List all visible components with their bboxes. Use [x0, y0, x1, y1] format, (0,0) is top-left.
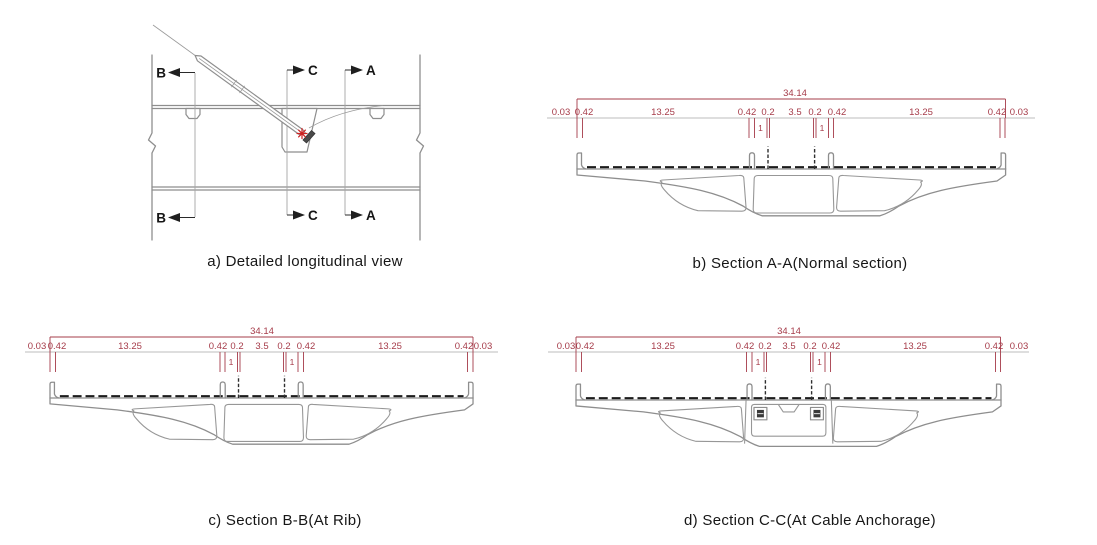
- dimension-row: 34.14 0.03 0.42 13.25 0.42 0.2 3.5 0.2 0…: [547, 88, 1035, 138]
- dim-label: 0.42: [738, 107, 757, 118]
- dim-overall: 34.14: [783, 88, 807, 99]
- dim-label: 0.03: [557, 341, 576, 352]
- dim-inner: 1: [758, 123, 763, 133]
- dim-overall: 34.14: [777, 326, 801, 337]
- dim-label: 13.25: [651, 107, 675, 118]
- rib-notch: [369, 107, 385, 120]
- dim-label: 0.42: [575, 107, 594, 118]
- dim-label: 13.25: [909, 107, 933, 118]
- dim-label: 0.42: [455, 341, 474, 352]
- dim-label: 0.2: [277, 341, 290, 352]
- dim-label: 0.42: [297, 341, 316, 352]
- girder-cross-section: [48, 374, 475, 446]
- dim-label: 0.2: [808, 107, 821, 118]
- section-markers: B C A B C A: [156, 63, 376, 226]
- dim-label: 3.5: [782, 341, 795, 352]
- dim-inner: 1: [820, 123, 825, 133]
- girder-cross-section: [574, 376, 1003, 448]
- dim-label: 0.42: [985, 341, 1004, 352]
- dim-label: 13.25: [651, 341, 675, 352]
- dim-label: 0.42: [209, 341, 228, 352]
- cable-fairing: [308, 105, 384, 129]
- panel-section-a-a: 34.14 0.03 0.42 13.25 0.42 0.2 3.5 0.2 0…: [545, 85, 1097, 235]
- dim-label: 0.2: [758, 341, 771, 352]
- dim-label: 0.42: [828, 107, 847, 118]
- dim-overall: 34.14: [250, 326, 274, 337]
- anchor-point-marker: [296, 127, 308, 140]
- dimension-row: 34.14 0.03 0.42 13.25 0.42 0.2 3.5 0.2 0…: [548, 326, 1029, 372]
- dim-inner: 1: [290, 357, 295, 367]
- cable-anchor-head: [302, 129, 316, 144]
- dim-label: 0.2: [230, 341, 243, 352]
- dim-label: 13.25: [118, 341, 142, 352]
- dim-label: 13.25: [378, 341, 402, 352]
- section-c-c-drawing: 34.14 0.03 0.42 13.25 0.42 0.2 3.5 0.2 0…: [548, 326, 1029, 448]
- dim-label: 0.2: [761, 107, 774, 118]
- section-letter-a: A: [366, 63, 376, 78]
- section-cut-lines: [194, 70, 346, 217]
- stay-cable: [152, 24, 316, 144]
- dim-inner: 1: [817, 357, 822, 367]
- section-letter-c: C: [308, 208, 318, 223]
- dimension-row: 34.14 0.03 0.42 13.25 0.42 0.2 3.5 0.2 0…: [25, 326, 498, 372]
- dim-label: 3.5: [788, 107, 801, 118]
- dim-label: 0.03: [474, 341, 493, 352]
- section-letter-c: C: [308, 63, 318, 78]
- section-a-a-drawing: 34.14 0.03 0.42 13.25 0.42 0.2 3.5 0.2 0…: [547, 88, 1035, 217]
- rib-notch: [185, 107, 201, 120]
- dim-label: 0.03: [28, 341, 47, 352]
- dim-label: 0.42: [736, 341, 755, 352]
- dim-label: 0.03: [1010, 107, 1029, 118]
- girder-cross-section: [575, 145, 1007, 217]
- dim-inner: 1: [756, 357, 761, 367]
- dim-inner: 1: [229, 357, 234, 367]
- dim-label: 0.42: [576, 341, 595, 352]
- dim-label: 3.5: [255, 341, 268, 352]
- panel-section-b-b: 34.14 0.03 0.42 13.25 0.42 0.2 3.5 0.2 0…: [0, 320, 545, 460]
- caption-c: c) Section B-B(At Rib): [208, 512, 362, 529]
- section-b-b-drawing: 34.14 0.03 0.42 13.25 0.42 0.2 3.5 0.2 0…: [25, 326, 498, 446]
- caption-d: d) Section C-C(At Cable Anchorage): [684, 512, 936, 529]
- section-letter-a: A: [366, 208, 376, 223]
- dim-label: 0.03: [1010, 341, 1029, 352]
- dim-label: 13.25: [903, 341, 927, 352]
- dim-label: 0.42: [822, 341, 841, 352]
- caption-b: b) Section A-A(Normal section): [692, 255, 908, 272]
- dim-label: 0.42: [988, 107, 1007, 118]
- panel-section-c-c: 34.14 0.03 0.42 13.25 0.42 0.2 3.5 0.2 0…: [548, 320, 1097, 460]
- dim-label: 0.2: [803, 341, 816, 352]
- dim-label: 0.42: [48, 341, 67, 352]
- longitudinal-drawing: B C A B C A: [147, 24, 425, 241]
- panel-longitudinal-view: B C A B C A: [100, 10, 480, 252]
- girder-elevation: [147, 54, 425, 241]
- caption-a: a) Detailed longitudinal view: [207, 253, 403, 270]
- section-letter-b: B: [156, 211, 166, 226]
- section-letter-b: B: [156, 66, 166, 81]
- dim-label: 0.03: [552, 107, 571, 118]
